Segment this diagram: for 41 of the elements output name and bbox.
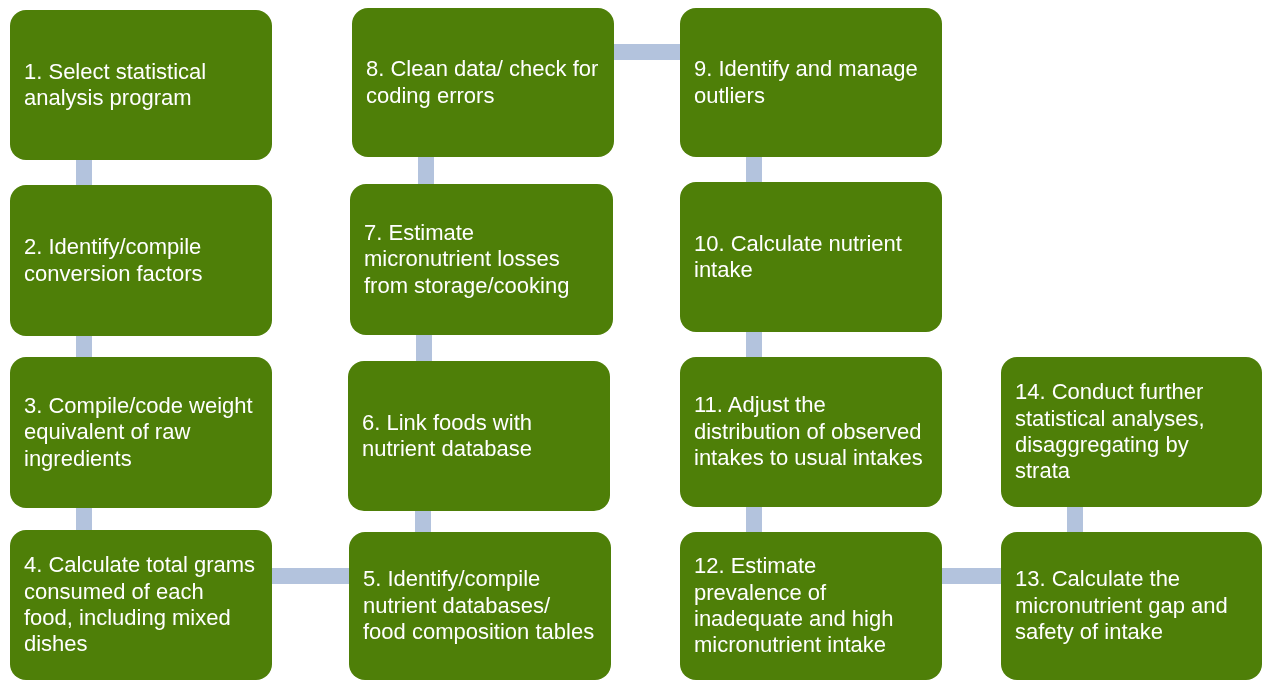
step-text: 10. Calculate nutrient intake [694,230,903,284]
connector-line [1067,507,1083,532]
connector-line [416,335,432,361]
connector-line [76,336,92,357]
process-box [10,185,272,336]
step-text: 5. Identify/compile nutrient databases/ food composition tables [363,566,596,646]
process-box [1001,532,1262,680]
connector-line [418,157,434,184]
connector-line [272,568,349,584]
step-text: 1. Select statistical analysis program [24,58,208,112]
process-box [352,8,614,157]
process-box [10,530,272,680]
connector-line [746,157,762,182]
step-text: 11. Adjust the distribution of observed intakes to usual intakes [694,392,924,472]
process-box [680,357,942,507]
connector-line [76,508,92,530]
step-text: 12. Estimate prevalence of inadequate and high micronutrient intake [694,553,895,659]
process-box [349,532,611,680]
step-text: 8. Clean data/ check for coding errors [366,56,600,109]
step-text: 6. Link foods with nutrient database [362,409,534,463]
step-text: 3. Compile/code weight equivalent of raw ingredients [24,392,254,473]
connector-line [942,568,1001,584]
step-text: 7. Estimate micronutrient losses from storage/cooking [364,219,571,300]
step-text: 2. Identify/compile conversion factors [24,234,204,287]
step-text: 9. Identify and manage outliers [694,56,919,109]
process-box [1001,357,1262,507]
process-box [680,8,942,157]
step-text: 4. Calculate total grams consumed of each food, including mixed dishes [24,552,257,658]
connector-line [746,332,762,357]
process-box [350,184,613,335]
connector-line [415,511,431,532]
connector-line [76,160,92,185]
step-text: 13. Calculate the micronutrient gap and safety of intake [1015,566,1229,646]
process-box [348,361,610,511]
connector-line [746,507,762,532]
process-box [680,182,942,332]
process-box [10,357,272,508]
step-text: 14. Conduct further statistical analyses, disaggregating by strata [1015,379,1206,485]
process-box [10,10,272,160]
process-box [680,532,942,680]
connector-line [614,44,680,60]
